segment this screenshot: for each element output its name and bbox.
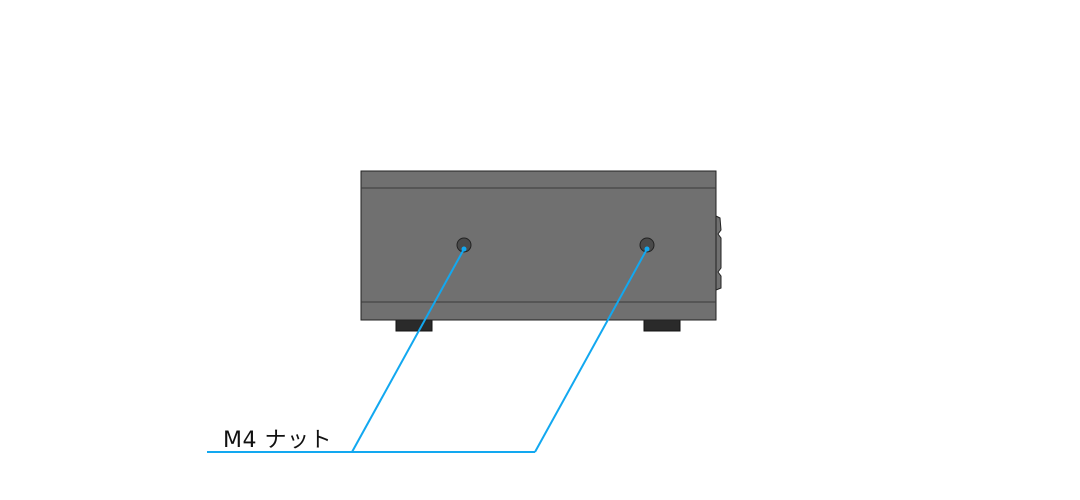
foot-left	[395, 318, 433, 332]
callout-label: M4 ナット	[223, 428, 332, 453]
foot-right	[643, 318, 681, 332]
callout-leader	[207, 246, 650, 453]
leader-dot-left	[461, 246, 467, 252]
device-side-view	[360, 170, 722, 332]
nut-hole-left	[456, 237, 472, 253]
leader-dot-right	[644, 246, 650, 252]
side-bracket	[715, 215, 722, 291]
leader-line-right	[534, 248, 648, 453]
nut-hole-right	[639, 237, 655, 253]
device-body	[360, 170, 717, 321]
leader-line-left	[351, 248, 465, 453]
